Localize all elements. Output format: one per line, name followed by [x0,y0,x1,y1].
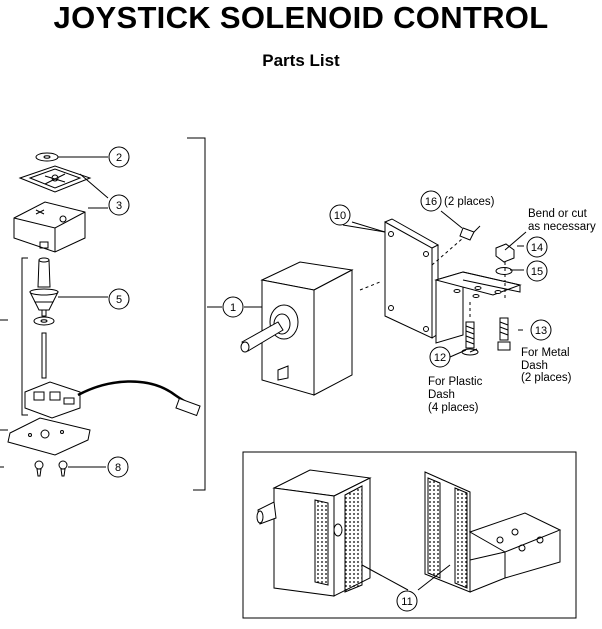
callout-13: 13 [535,325,547,337]
left-assembly [0,137,206,491]
callout-1-circle [222,296,244,318]
callout-16: 16 [425,196,437,208]
note-bend-line2: as necessary [528,221,596,233]
callout-2: 2 [116,152,122,164]
callout-3-circle [108,194,130,216]
callout-15-circle [526,260,548,282]
note-metal-line3: (2 places) [521,372,572,384]
callout-1: 1 [230,302,236,314]
callout-16-circle [420,190,442,212]
note-bend-line1: Bend or cut [528,208,588,220]
callout-10: 10 [334,210,346,222]
callout-12: 12 [434,352,446,364]
note-metal-line2: Dash [521,360,548,372]
callout-13-circle [530,319,552,341]
note-plastic-line3: (4 places) [428,402,479,414]
callout-8-circle [107,456,129,478]
callout-5-circle [108,288,130,310]
callout-8: 8 [115,462,121,474]
callout-14: 14 [531,242,543,254]
callout-10-circle [329,204,351,226]
note-plastic-line1: For Plastic [428,376,483,388]
callout-5: 5 [116,294,122,306]
callout-14-circle [526,236,548,258]
note-16-places: (2 places) [444,196,495,208]
callout-3: 3 [116,200,122,212]
note-metal-line1: For Metal [521,347,570,359]
solenoid-part [207,261,354,396]
base-plate-part [7,417,91,456]
mounting-bracket-part [434,225,527,356]
callout-2-circle [108,146,130,168]
inset-box [242,451,577,619]
gasket-plate-part [351,218,471,339]
page-title: JOYSTICK SOLENOID CONTROL [53,0,549,35]
screw-part [34,460,44,470]
callout-11: 11 [401,596,412,608]
page-subtitle: Parts List [262,51,340,70]
assembly-bracket [187,137,206,491]
callout-11-circle [396,590,418,612]
washer-part [35,152,59,162]
callout-15: 15 [531,266,543,278]
note-plastic-line2: Dash [428,389,455,401]
